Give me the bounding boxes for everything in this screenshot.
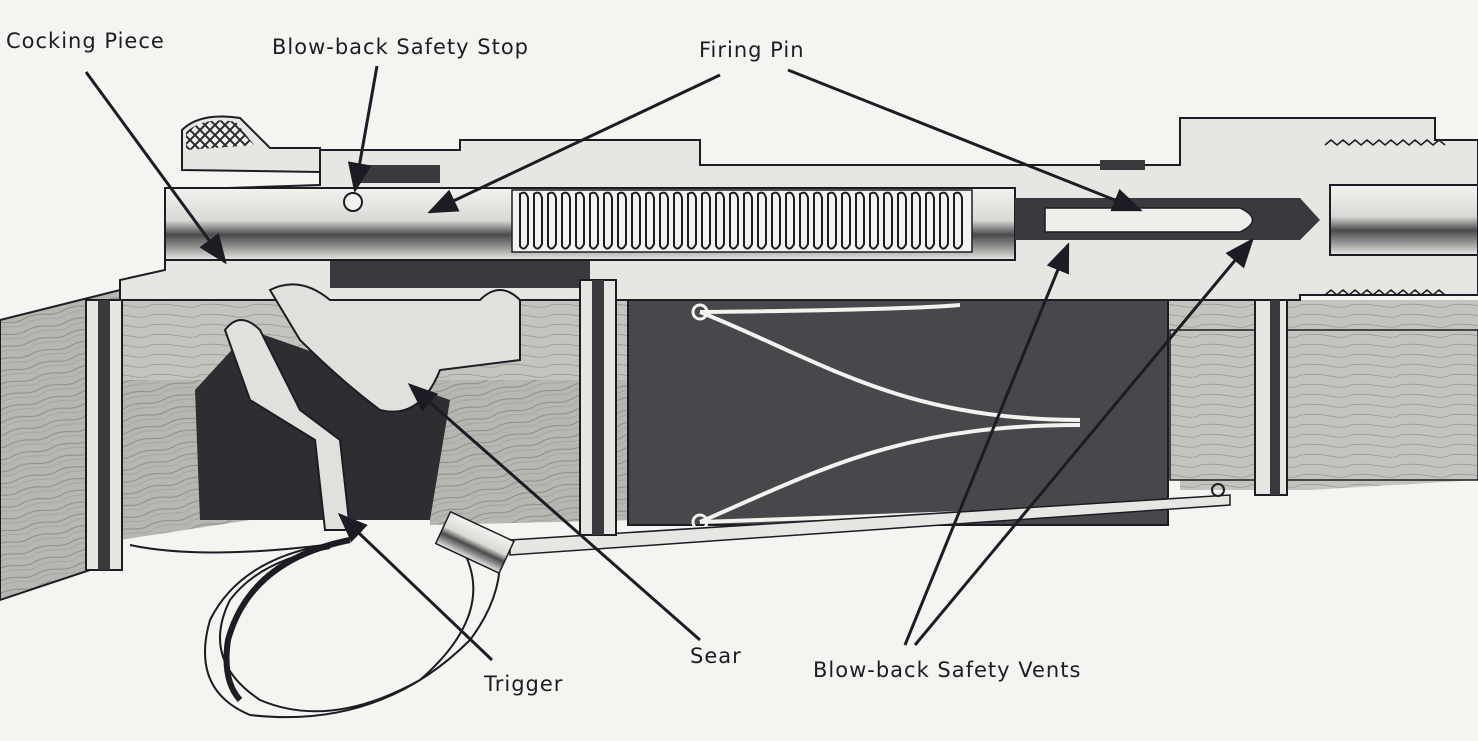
spring-coil: [575, 191, 585, 250]
leader-sear: [407, 383, 701, 642]
leader-cocking-piece: [84, 71, 227, 265]
spring-coil: [631, 191, 641, 250]
spring-coil: [841, 191, 851, 250]
leader-firing-pin-b: [787, 68, 1143, 212]
spring-coil: [673, 191, 683, 250]
label-sear: Sear: [690, 644, 742, 668]
trigger-mechanism: [129, 283, 521, 719]
magazine: [509, 299, 1231, 556]
spring-coil: [519, 191, 529, 250]
spring-coil: [953, 191, 963, 250]
spring-coil: [533, 191, 543, 250]
spring-coil: [827, 191, 837, 250]
spring-coil: [813, 191, 823, 250]
spring-coil: [617, 191, 627, 250]
label-cocking-piece: Cocking Piece: [6, 29, 165, 53]
spring-coil: [743, 191, 753, 250]
spring-coil: [729, 191, 739, 250]
label-blowback-safety-stop: Blow-back Safety Stop: [272, 35, 530, 59]
spring-coil: [771, 191, 781, 250]
spring-coil: [547, 191, 557, 250]
spring-coil: [911, 191, 921, 250]
leader-firing-pin-a: [427, 73, 721, 214]
spring-coil: [785, 191, 795, 250]
spring-coil: [603, 191, 613, 250]
leader-vents-a: [903, 242, 1070, 646]
spring-coil: [715, 191, 725, 250]
spring-coil: [701, 191, 711, 250]
spring-coil: [925, 191, 935, 250]
mainspring: [511, 189, 973, 253]
leader-lines: [84, 65, 1254, 662]
spring-coil: [659, 191, 669, 250]
spring-coil: [589, 191, 599, 250]
leader-blowback-safety-stop: [347, 65, 379, 193]
spring-coil: [897, 191, 907, 250]
leader-vents-b: [913, 237, 1254, 646]
leader-trigger: [337, 512, 494, 662]
label-firing-pin: Firing Pin: [699, 38, 805, 62]
label-trigger: Trigger: [484, 672, 564, 696]
spring-coil: [799, 191, 809, 250]
receiver: [119, 115, 1478, 301]
label-blowback-safety-vents: Blow-back Safety Vents: [813, 658, 1082, 682]
spring-coil: [855, 191, 865, 250]
spring-coil: [869, 191, 879, 250]
spring-coil: [561, 191, 571, 250]
spring-coil: [687, 191, 697, 250]
spring-coil: [939, 191, 949, 250]
spring-coil: [883, 191, 893, 250]
spring-coil: [645, 191, 655, 250]
guard-screws: [85, 279, 1288, 571]
spring-coil: [757, 191, 767, 250]
